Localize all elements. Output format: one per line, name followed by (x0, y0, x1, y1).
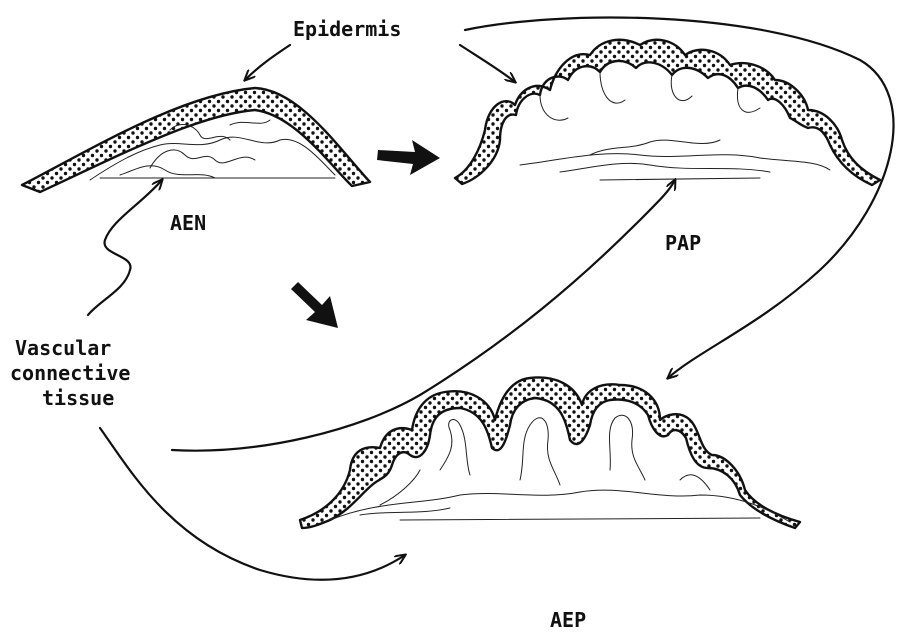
vascular-label-line2: connective (10, 361, 130, 385)
aep-structure (300, 377, 800, 528)
aep-label: AEP (550, 608, 586, 632)
pap-label: PAP (665, 231, 701, 255)
pap-structure (455, 40, 880, 185)
aen-structure (22, 88, 370, 192)
vascular-label-line3: tissue (42, 386, 114, 410)
epidermis-label: Epidermis (293, 17, 401, 41)
aen-label: AEN (170, 211, 206, 235)
pap-epidermis (455, 40, 880, 185)
vascular-pointers (88, 180, 675, 580)
pap-connective-tissue (520, 140, 830, 180)
vascular-label-line1: Vascular (15, 336, 111, 360)
pap-fold-lines (540, 72, 760, 120)
aen-epidermis (22, 88, 370, 192)
transition-arrow-aen-to-pap (377, 140, 440, 175)
aep-epidermis (300, 377, 800, 528)
transition-arrow-aen-to-aep (291, 282, 338, 328)
